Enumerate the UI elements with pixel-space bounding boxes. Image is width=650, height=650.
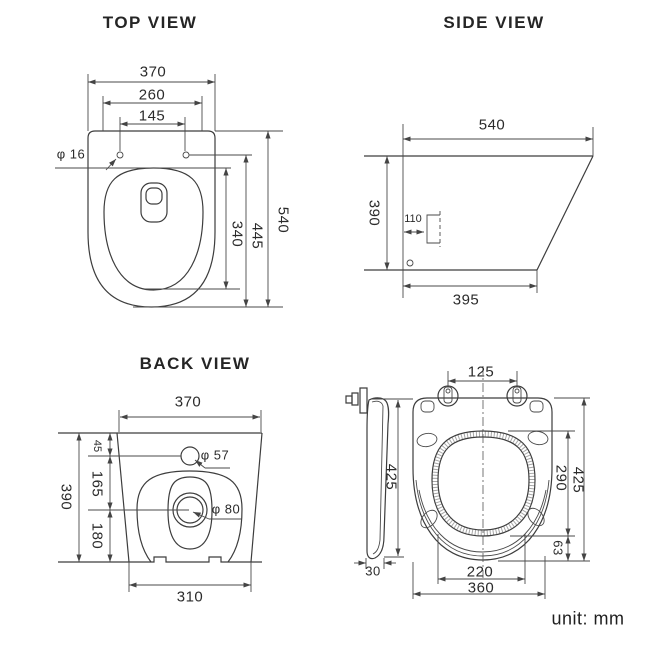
dim-overall-depth: 540 [274, 206, 292, 234]
dim-seat-thickness: 30 [365, 563, 381, 579]
top-view-title: TOP VIEW [102, 13, 198, 32]
dim-bracket-offset: 110 [404, 213, 422, 225]
top-view-drawing [55, 74, 283, 307]
flush-outlet-outline [141, 183, 167, 222]
side-view-drawing [364, 124, 593, 298]
dim-seat-length: 425 [569, 466, 587, 494]
dim-hole-diameter: φ 16 [56, 146, 86, 162]
hinge-pin-body [352, 393, 358, 405]
toilet-bowl-outline [104, 168, 203, 290]
seat-top-view-drawing [413, 366, 590, 599]
bumper-bottom-right [525, 505, 548, 529]
unit-note: unit: mm [551, 608, 625, 629]
dim-back-bottom-width: 310 [176, 588, 204, 606]
mount-hole-right [183, 152, 189, 158]
dim-hole-spacing: 145 [138, 107, 166, 125]
bumper-bottom-left [418, 507, 441, 531]
seat-tab-right [530, 401, 543, 412]
seat-profile-contour [372, 401, 383, 554]
inlet-dia-leader [195, 460, 205, 468]
mount-hole-left [117, 152, 123, 158]
dim-opening-width: 220 [466, 563, 494, 581]
pedestal-inner-outline [168, 477, 212, 549]
bumper-top-left [416, 432, 438, 448]
seat-opening-inner [438, 437, 529, 530]
dim-tail-length: 63 [550, 540, 566, 556]
dim-side-height: 390 [365, 199, 383, 227]
back-right-slant [251, 433, 262, 562]
hinge-pin-tip [346, 396, 352, 403]
dim-bowl-length: 340 [228, 220, 246, 248]
seat-outline [413, 398, 552, 560]
dim-back-seg-bottom: 180 [88, 522, 106, 550]
seat-opening-outer [432, 431, 535, 536]
dim-back-seg-top: 45 [91, 439, 103, 453]
pedestal-arch-outline [137, 471, 242, 562]
back-view-drawing [58, 410, 262, 592]
hole-dia-leader [106, 159, 116, 170]
hinge-plate [360, 388, 367, 413]
dim-back-height: 390 [57, 483, 75, 511]
dim-outlet-diameter: φ 80 [211, 501, 241, 517]
mount-bracket-symbol [427, 215, 440, 243]
opening-hatch-ring [435, 434, 532, 533]
bumper-top-right [527, 430, 549, 446]
back-view-title: BACK VIEW [139, 354, 251, 373]
dim-seat-width: 360 [467, 579, 495, 597]
seat-profile-outline [367, 398, 389, 559]
dim-bottom-length: 395 [452, 291, 480, 309]
outlet-dia-leader [193, 512, 209, 519]
drain-hole [407, 260, 413, 266]
dim-length-to-holes: 445 [248, 222, 266, 250]
flush-outlet-inner [146, 188, 162, 204]
side-front-slant [537, 156, 593, 270]
side-view-title: SIDE VIEW [443, 13, 545, 32]
dim-back-seg-mid: 165 [88, 470, 106, 498]
back-bottom-edge [58, 557, 262, 562]
inlet-hole-circle [181, 447, 199, 465]
dim-inlet-diameter: φ 57 [200, 447, 230, 463]
dim-opening-length: 290 [552, 464, 570, 492]
dim-rim-width: 260 [138, 86, 166, 104]
seat-side-profile-drawing [346, 388, 413, 569]
back-left-slant [117, 433, 129, 562]
toilet-outer-outline [88, 131, 215, 307]
dim-back-top-width: 370 [174, 393, 202, 411]
dim-hinge-spacing: 125 [467, 363, 495, 381]
seat-tab-left [421, 401, 434, 412]
dim-overall-width: 370 [139, 63, 167, 81]
dim-side-depth: 540 [478, 116, 506, 134]
dim-seat-length-side: 425 [382, 463, 400, 491]
